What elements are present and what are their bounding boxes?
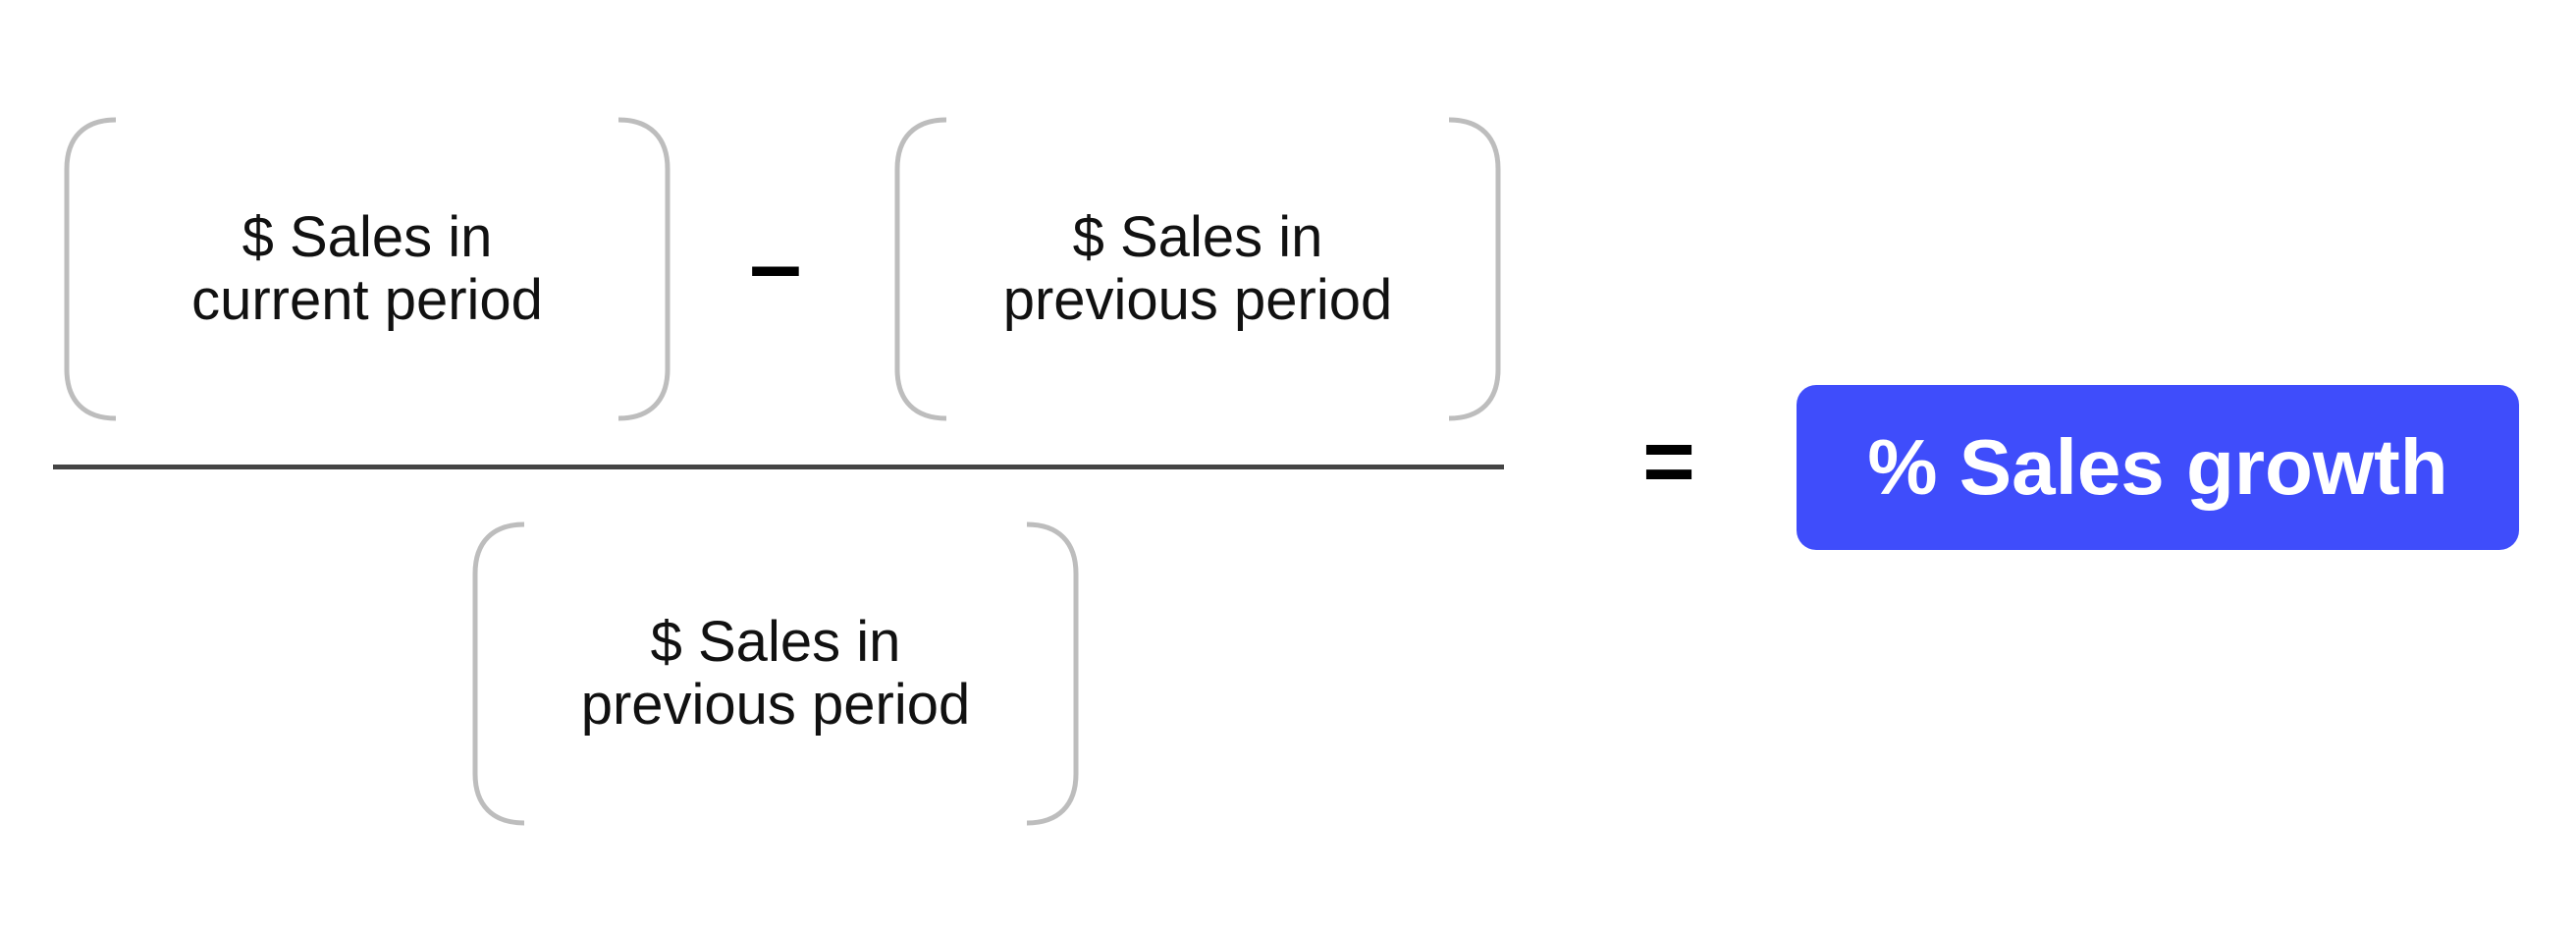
- term-label-line1: $ Sales in: [1072, 205, 1323, 269]
- minus-operator: –: [749, 212, 802, 317]
- result-label: % Sales growth: [1867, 423, 2448, 511]
- term-label: $ Sales in previous period: [1003, 206, 1393, 332]
- term-denominator-previous-sales: $ Sales in previous period: [472, 521, 1079, 826]
- term-label-line2: current period: [191, 268, 543, 332]
- equals-operator: =: [1642, 411, 1695, 512]
- term-current-sales: $ Sales in current period: [64, 117, 671, 421]
- term-label-line1: $ Sales in: [650, 610, 901, 674]
- parenthesis-brackets: [64, 117, 671, 421]
- term-label-line2: previous period: [1002, 268, 1393, 332]
- term-previous-sales: $ Sales in previous period: [894, 117, 1501, 421]
- fraction-line: [53, 465, 1504, 469]
- parenthesis-brackets: [472, 521, 1079, 826]
- term-label-line2: previous period: [580, 673, 971, 737]
- term-label: $ Sales in current period: [191, 206, 543, 332]
- result-box: % Sales growth: [1797, 385, 2519, 550]
- term-label-line1: $ Sales in: [242, 205, 493, 269]
- parenthesis-brackets: [894, 117, 1501, 421]
- term-label: $ Sales in previous period: [581, 611, 971, 737]
